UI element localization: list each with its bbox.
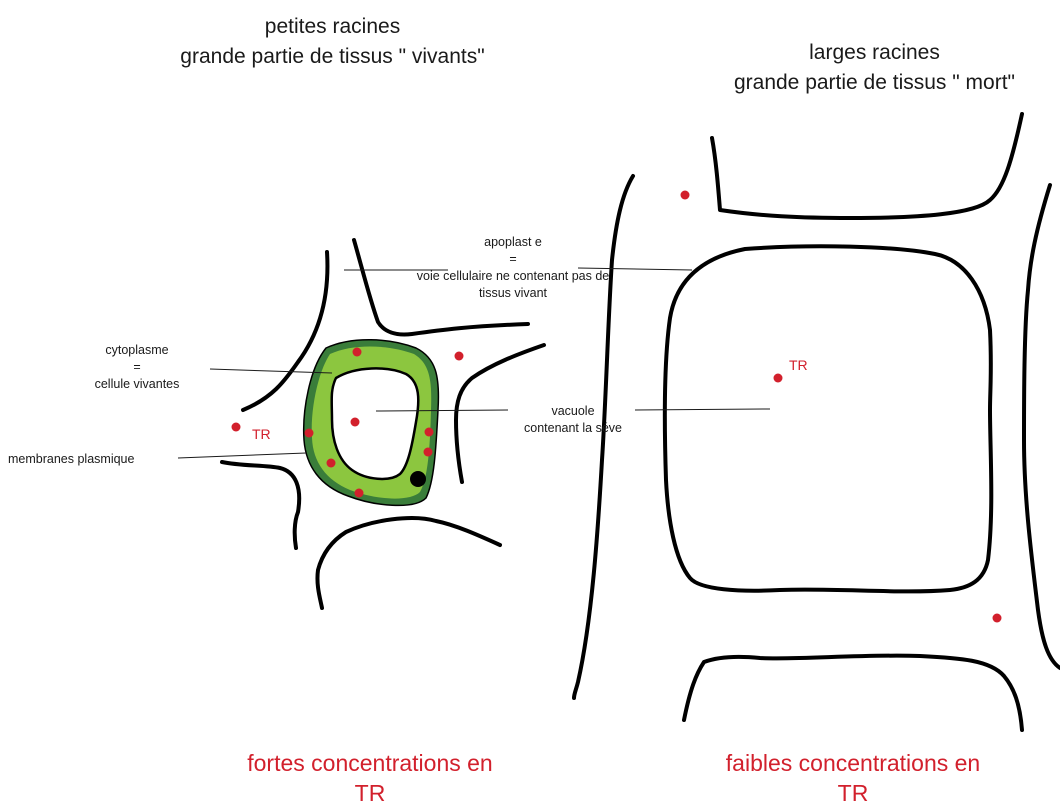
right-conclusion-line2: TR xyxy=(688,778,1018,808)
cytoplasm-line1: cytoplasme xyxy=(62,342,212,359)
right-title-line2: grande partie de tissus " mort" xyxy=(702,68,1047,98)
living-cell xyxy=(304,340,439,506)
left-conclusion-line1: fortes concentrations en xyxy=(205,748,535,778)
vacuole-line2: contenant la séve xyxy=(498,420,648,437)
right-title-line1: larges racines xyxy=(702,38,1047,68)
apoplast-line1: apoplast e xyxy=(388,234,638,251)
left-conclusion: fortes concentrations en TR xyxy=(205,748,535,808)
membrane-leader xyxy=(178,453,306,458)
left-title-line2: grande partie de tissus " vivants" xyxy=(160,42,505,72)
vacuole-leader-right xyxy=(635,409,770,410)
tr-label-right: TR xyxy=(789,357,808,374)
right-conclusion-line1: faibles concentrations en xyxy=(688,748,1018,778)
tr-marker xyxy=(681,191,690,200)
tr-marker xyxy=(424,448,433,457)
cytoplasm-line2: = xyxy=(62,359,212,376)
cell-wall-right-far xyxy=(1024,185,1060,668)
left-conclusion-line2: TR xyxy=(205,778,535,808)
left-panel-title: petites racines grande partie de tissus … xyxy=(160,12,505,72)
apoplast-line2: = xyxy=(388,251,638,268)
vacuole-line1: vacuole xyxy=(498,403,648,420)
cell-wall-right-middle xyxy=(665,246,992,591)
cell-wall-right-top xyxy=(712,114,1022,218)
nucleus xyxy=(410,471,426,487)
right-conclusion: faibles concentrations en TR xyxy=(688,748,1018,808)
cytoplasm-line3: cellule vivantes xyxy=(62,376,212,393)
tr-marker xyxy=(774,374,783,383)
tr-marker xyxy=(455,352,464,361)
tr-marker xyxy=(993,614,1002,623)
tr-marker xyxy=(232,423,241,432)
tr-marker xyxy=(425,428,434,437)
apoplast-line4: tissus vivant xyxy=(388,285,638,302)
cytoplasm-label: cytoplasme = cellule vivantes xyxy=(62,342,212,393)
membrane-label: membranes plasmique xyxy=(8,451,134,468)
right-panel-title: larges racines grande partie de tissus "… xyxy=(702,38,1047,98)
tr-marker xyxy=(351,418,360,427)
tr-marker xyxy=(355,489,364,498)
cell-wall-right-bottom xyxy=(684,656,1022,730)
vacuole xyxy=(332,368,419,479)
tr-marker xyxy=(353,348,362,357)
apoplast-label: apoplast e = voie cellulaire ne contenan… xyxy=(388,234,638,302)
left-title-line1: petites racines xyxy=(160,12,505,42)
cell-wall-lower-left xyxy=(222,462,299,548)
cell-wall-lower-right xyxy=(317,518,500,608)
tr-marker xyxy=(327,459,336,468)
tr-marker xyxy=(305,429,314,438)
tr-label-left: TR xyxy=(252,426,271,443)
vacuole-label: vacuole contenant la séve xyxy=(498,403,648,437)
apoplast-line3: voie cellulaire ne contenant pas de xyxy=(388,268,638,285)
